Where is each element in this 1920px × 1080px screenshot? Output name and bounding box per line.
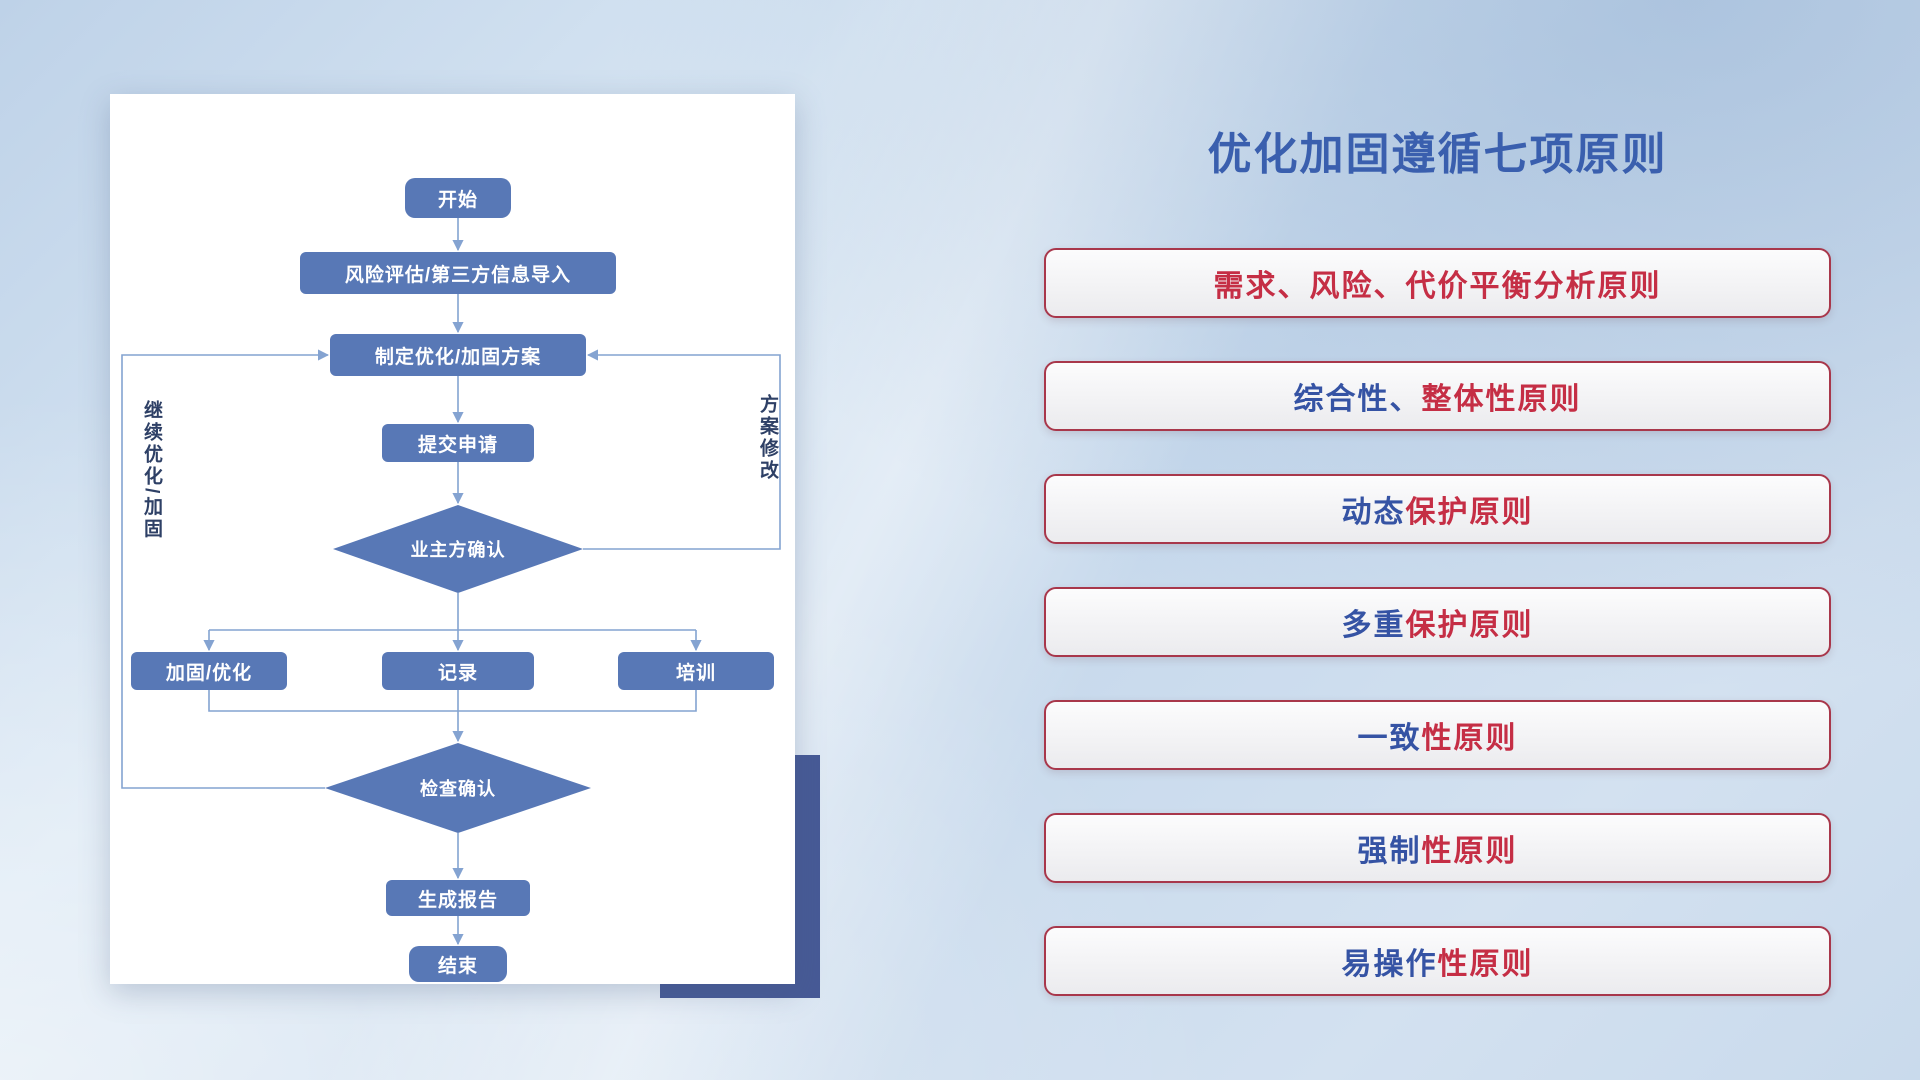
principle-text: 性原则 xyxy=(1421,835,1518,868)
principle-text: 整体性原则 xyxy=(1421,383,1582,416)
principle-text: 性原则 xyxy=(1437,948,1534,981)
principle-card: 综合性、整体性原则 xyxy=(1044,361,1831,431)
principle-text: 综合性、 xyxy=(1293,383,1422,416)
flow-label-continue-optimize: 继续优化/加固 xyxy=(141,400,162,541)
flow-node-training: 培训 xyxy=(618,652,774,690)
principle-card: 动态保护原则 xyxy=(1044,474,1831,544)
principle-text: 需求、风险、代价平衡分析原则 xyxy=(1213,270,1662,303)
flow-node-generate-report: 生成报告 xyxy=(386,880,530,916)
flow-node-start: 开始 xyxy=(405,178,511,218)
principle-text: 一致 xyxy=(1357,722,1422,755)
principle-card: 一致性原则 xyxy=(1044,700,1831,770)
principle-text: 保护原则 xyxy=(1405,496,1534,529)
flow-node-make-plan: 制定优化/加固方案 xyxy=(330,334,586,376)
principle-card: 强制性原则 xyxy=(1044,813,1831,883)
flow-node-reinforce-optimize: 加固/优化 xyxy=(131,652,287,690)
principle-card: 需求、风险、代价平衡分析原则 xyxy=(1044,248,1831,318)
principle-text: 性原则 xyxy=(1421,722,1518,755)
flow-connectors xyxy=(121,218,781,946)
page-title: 优化加固遵循七项原则 xyxy=(1207,130,1668,179)
flow-label-plan-revision: 方案修改 xyxy=(757,394,778,482)
principle-text: 保护原则 xyxy=(1405,609,1534,642)
principles-list: 需求、风险、代价平衡分析原则综合性、整体性原则动态保护原则多重保护原则一致性原则… xyxy=(1044,248,1831,1039)
flow-node-record: 记录 xyxy=(382,652,534,690)
principle-text: 易操作 xyxy=(1341,948,1438,981)
principle-card: 易操作性原则 xyxy=(1044,926,1831,996)
flow-node-end: 结束 xyxy=(409,946,507,982)
flow-node-risk-assessment: 风险评估/第三方信息导入 xyxy=(300,252,616,294)
principle-text: 多重 xyxy=(1341,609,1406,642)
principle-text: 强制 xyxy=(1357,835,1422,868)
flow-node-submit-application: 提交申请 xyxy=(382,424,534,462)
flowchart-panel: 开始 风险评估/第三方信息导入 制定优化/加固方案 提交申请 业主方确认 加固/… xyxy=(110,94,795,984)
principle-card: 多重保护原则 xyxy=(1044,587,1831,657)
principles-panel: 优化加固遵循七项原则 需求、风险、代价平衡分析原则综合性、整体性原则动态保护原则… xyxy=(1044,0,1831,1080)
principle-text: 动态 xyxy=(1341,496,1406,529)
